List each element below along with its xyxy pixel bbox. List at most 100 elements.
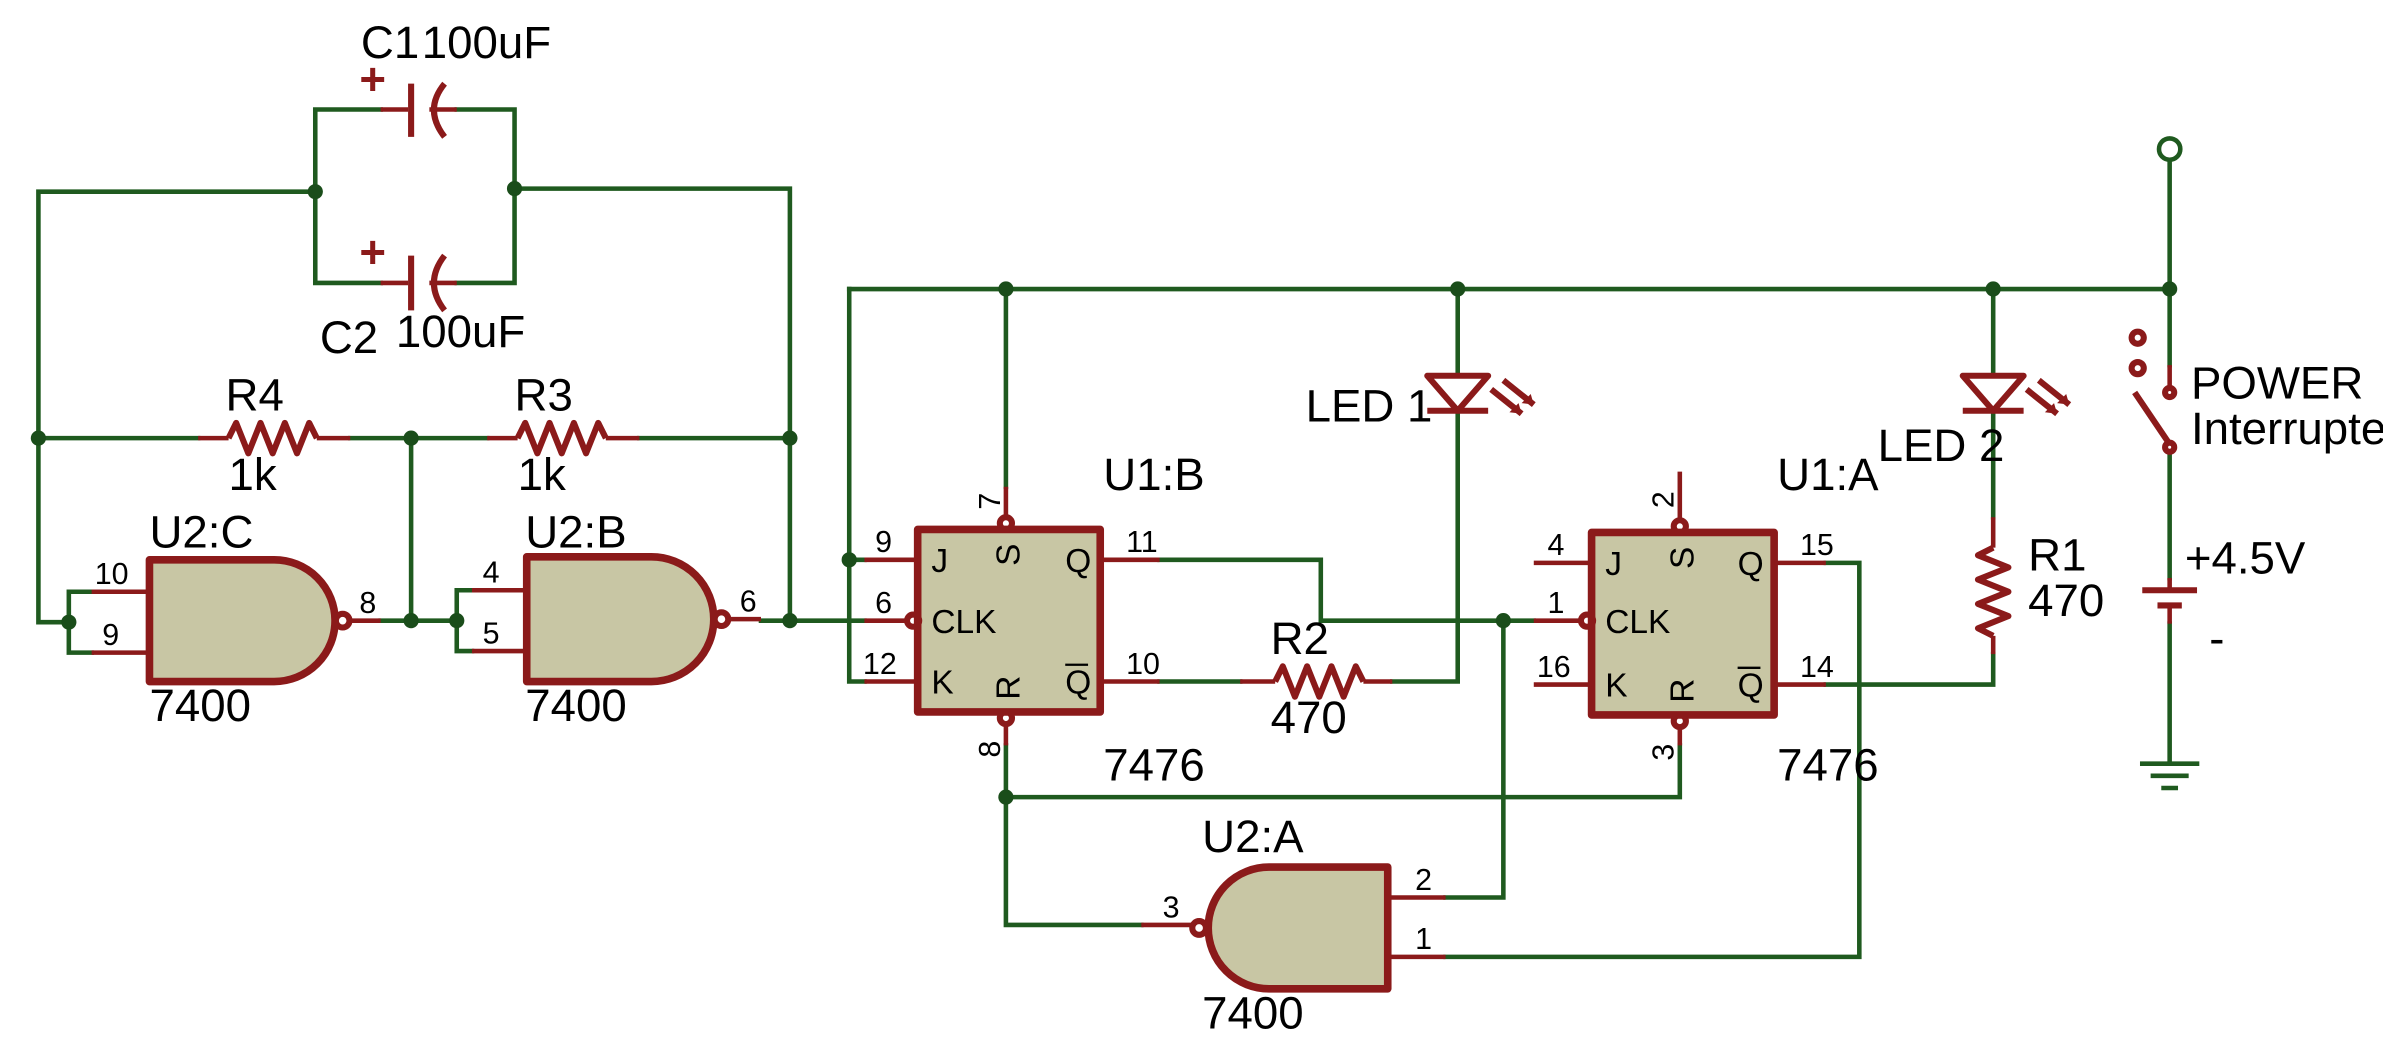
led-2: LED 2	[1878, 372, 2072, 471]
junction-dot	[782, 430, 798, 446]
c2-value: 100uF	[396, 306, 525, 357]
u2b-pin-in2: 5	[483, 616, 500, 650]
u1b-pin-k: 12	[863, 647, 897, 681]
u2b-pin-out: 6	[740, 585, 757, 619]
u1b-pin-r: 8	[973, 741, 1007, 758]
led2-ref: LED 2	[1878, 420, 2005, 471]
u1a-part: 7476	[1777, 739, 1878, 790]
wire-q11	[1157, 557, 1537, 623]
u1b-pin-j: 9	[875, 525, 892, 559]
u1a-pin-q: 15	[1800, 528, 1834, 562]
junction-dot	[61, 614, 77, 630]
wire-u2a-out	[1003, 794, 1144, 928]
r3-ref: R3	[515, 370, 573, 421]
u2b-ref: U2:B	[525, 507, 626, 558]
wires	[36, 107, 2172, 960]
wire-r1-qbar	[1823, 651, 1996, 687]
u1b-label-clk: CLK	[931, 604, 996, 641]
u1a-label-j: J	[1605, 546, 1622, 583]
junction-dot	[782, 613, 798, 629]
junction-dot	[307, 184, 323, 200]
r4-value: 1k	[229, 449, 277, 500]
battery-minus: -	[2209, 613, 2224, 664]
u1b-label-q: Q	[1065, 543, 1091, 580]
flipflop-u1b: J CLK K Q Q S R 9 6 12 11 10 7 8 U1:B 74…	[863, 449, 1205, 791]
c2-polarity: +	[359, 227, 386, 278]
switch-ref: POWER	[2191, 358, 2363, 409]
resistor-r4: R4 1k	[198, 370, 351, 500]
c1-value: 100uF	[422, 17, 551, 68]
wire-led1-bot	[1390, 408, 1460, 684]
u1b-part: 7476	[1103, 739, 1205, 790]
u1a-pin-qbar: 14	[1800, 650, 1834, 684]
wire-left-loop	[36, 189, 318, 625]
u2a-pin-in1: 2	[1415, 863, 1432, 897]
junction-dot	[403, 430, 419, 446]
r3-value: 1k	[518, 449, 566, 500]
u1b-pin-qbar: 10	[1126, 647, 1160, 681]
u1a-label-q: Q	[1738, 546, 1764, 583]
u2b-pin-in1: 4	[483, 556, 500, 590]
u1b-label-s: S	[991, 544, 1028, 566]
u2a-part: 7400	[1202, 987, 1304, 1038]
u2c-ref: U2:C	[149, 507, 253, 558]
resistor-r1: R1 470	[1974, 517, 2104, 655]
u1a-label-qbar: Q	[1738, 668, 1764, 705]
junction-dot	[841, 552, 857, 568]
u1a-pin-s: 2	[1647, 491, 1681, 508]
wire-jk-left	[846, 286, 867, 684]
wire-c1-right	[454, 107, 517, 286]
u1a-label-clk: CLK	[1605, 604, 1670, 641]
capacitor-c2: + C2 100uF	[320, 227, 525, 363]
resistor-r3: R3 1k	[487, 370, 640, 500]
u1a-pin-r: 3	[1647, 744, 1681, 761]
nand-gate-u2c: 10 9 8 U2:C 7400	[91, 507, 381, 731]
junction-dot	[449, 613, 465, 629]
led1-ref: LED 1	[1306, 380, 1433, 431]
junction-dot	[2162, 281, 2178, 297]
u2a-pin-in2: 1	[1415, 922, 1432, 956]
u2a-pin-out: 3	[1163, 890, 1180, 924]
power-switch: POWER Interrupteur	[2128, 136, 2383, 455]
u2c-pin-in1: 10	[95, 557, 129, 591]
u1a-pin-k: 16	[1537, 650, 1571, 684]
junction-dot	[998, 789, 1014, 805]
u1b-label-k: K	[931, 665, 953, 702]
junction-dot	[506, 181, 523, 197]
led-1: LED 1	[1306, 372, 1536, 431]
junction-dot	[1450, 281, 1466, 297]
nand-gate-u2a: 2 1 3 U2:A 7400	[1141, 811, 1446, 1038]
u1b-pin-clk: 6	[875, 586, 892, 620]
r1-value: 470	[2028, 575, 2104, 626]
battery: +4.5V -	[2142, 533, 2306, 664]
nand-gate-u2b: 4 5 6 U2:B 7400	[471, 507, 761, 731]
u2c-pin-out: 8	[359, 586, 376, 620]
u2c-part: 7400	[149, 680, 251, 731]
c2-ref: C2	[320, 312, 378, 363]
junction-dot	[403, 613, 419, 629]
r2-value: 470	[1271, 692, 1347, 743]
u1a-label-s: S	[1665, 547, 1702, 569]
u1a-label-r: R	[1665, 679, 1702, 703]
switch-value: Interrupteur	[2191, 403, 2383, 454]
power-terminal	[2156, 136, 2183, 163]
u1b-ref: U1:B	[1103, 449, 1204, 500]
flipflop-u1a: J CLK K Q Q S R 4 1 16 15 14 2 3 U1:A 74…	[1533, 449, 1879, 790]
u1a-pin-j: 4	[1547, 528, 1564, 562]
junction-dot	[1495, 613, 1511, 629]
wire-u2a-in2	[1443, 618, 1506, 900]
u1b-pin-s: 7	[973, 493, 1007, 510]
r2-ref: R2	[1271, 613, 1329, 664]
battery-value: +4.5V	[2185, 533, 2306, 584]
junction-dot	[998, 281, 1014, 297]
wire-u2a-in1	[1443, 560, 1862, 960]
u1a-pin-clk: 1	[1547, 586, 1564, 620]
c1-polarity: +	[359, 53, 386, 104]
u1b-label-j: J	[931, 543, 948, 580]
ground-symbol	[2139, 761, 2200, 791]
junction-dot	[1985, 281, 2001, 297]
u2b-part: 7400	[525, 680, 627, 731]
u1b-pin-q: 11	[1126, 525, 1158, 559]
c1-ref: C1	[361, 17, 419, 68]
u2c-pin-in2: 9	[102, 618, 119, 652]
